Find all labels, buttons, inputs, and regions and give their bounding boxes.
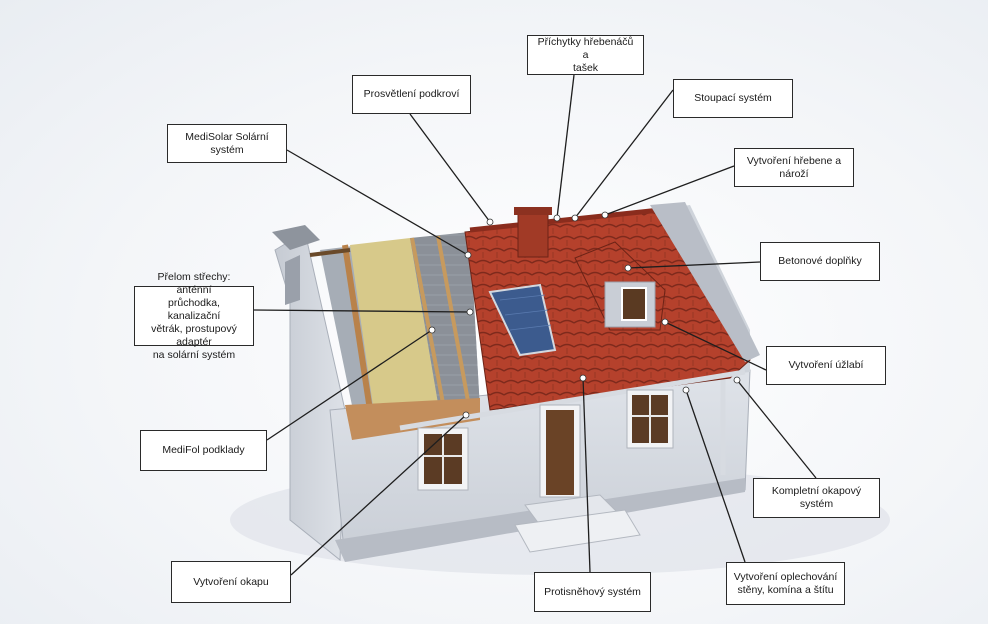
leader-line-medifol (266, 329, 433, 441)
leader-line-prichytky (556, 74, 575, 219)
label-prelom: Přelom střechy: anténní průchodka, kanal… (134, 271, 254, 361)
anchor-dot-uzlabi (661, 318, 669, 326)
anchor-dot-prichytky (553, 214, 561, 222)
label-prichytky: Příchytky hřebenáčů a tašek (527, 35, 644, 75)
leader-line-okapovy (736, 379, 817, 479)
label-okapovy: Kompletní okapový systém (753, 478, 880, 518)
label-prosvetleni: Prosvětlení podkroví (352, 75, 471, 114)
leader-line-uzlabi (664, 321, 767, 371)
anchor-dot-protisnehovy (579, 374, 587, 382)
label-medisolar: MediSolar Solární systém (167, 124, 287, 163)
leader-line-okap (290, 414, 467, 576)
anchor-dot-stoupaci (571, 214, 579, 222)
anchor-dot-medifol (428, 326, 436, 334)
leader-line-stoupaci (574, 89, 674, 219)
anchor-dot-hreben (601, 211, 609, 219)
label-okap: Vytvoření okapu (171, 561, 291, 603)
leader-line-prelom (253, 309, 471, 313)
leader-line-hreben (604, 165, 735, 216)
anchor-dot-betonove (624, 264, 632, 272)
label-stoupaci: Stoupací systém (673, 79, 793, 118)
anchor-dot-medisolar (464, 251, 472, 259)
leader-line-medisolar (286, 149, 469, 256)
label-uzlabi: Vytvoření úžlabí (766, 346, 886, 385)
leader-line-oplechovani (685, 389, 746, 563)
anchor-dot-okap (462, 411, 470, 419)
label-hreben: Vytvoření hřebene a nároží (734, 148, 854, 187)
anchor-dot-prosvetleni (486, 218, 494, 226)
anchor-dot-prelom (466, 308, 474, 316)
leader-line-betonove (627, 261, 761, 269)
anchor-dot-oplechovani (682, 386, 690, 394)
leader-line-protisnehovy (582, 377, 591, 573)
label-protisnehovy: Protisněhový systém (534, 572, 651, 612)
anchor-dot-okapovy (733, 376, 741, 384)
label-oplechovani: Vytvoření oplechování stěny, komína a št… (726, 562, 845, 605)
label-betonove: Betonové doplňky (760, 242, 880, 281)
leader-line-prosvetleni (409, 113, 491, 223)
label-medifol: MediFol podklady (140, 430, 267, 471)
